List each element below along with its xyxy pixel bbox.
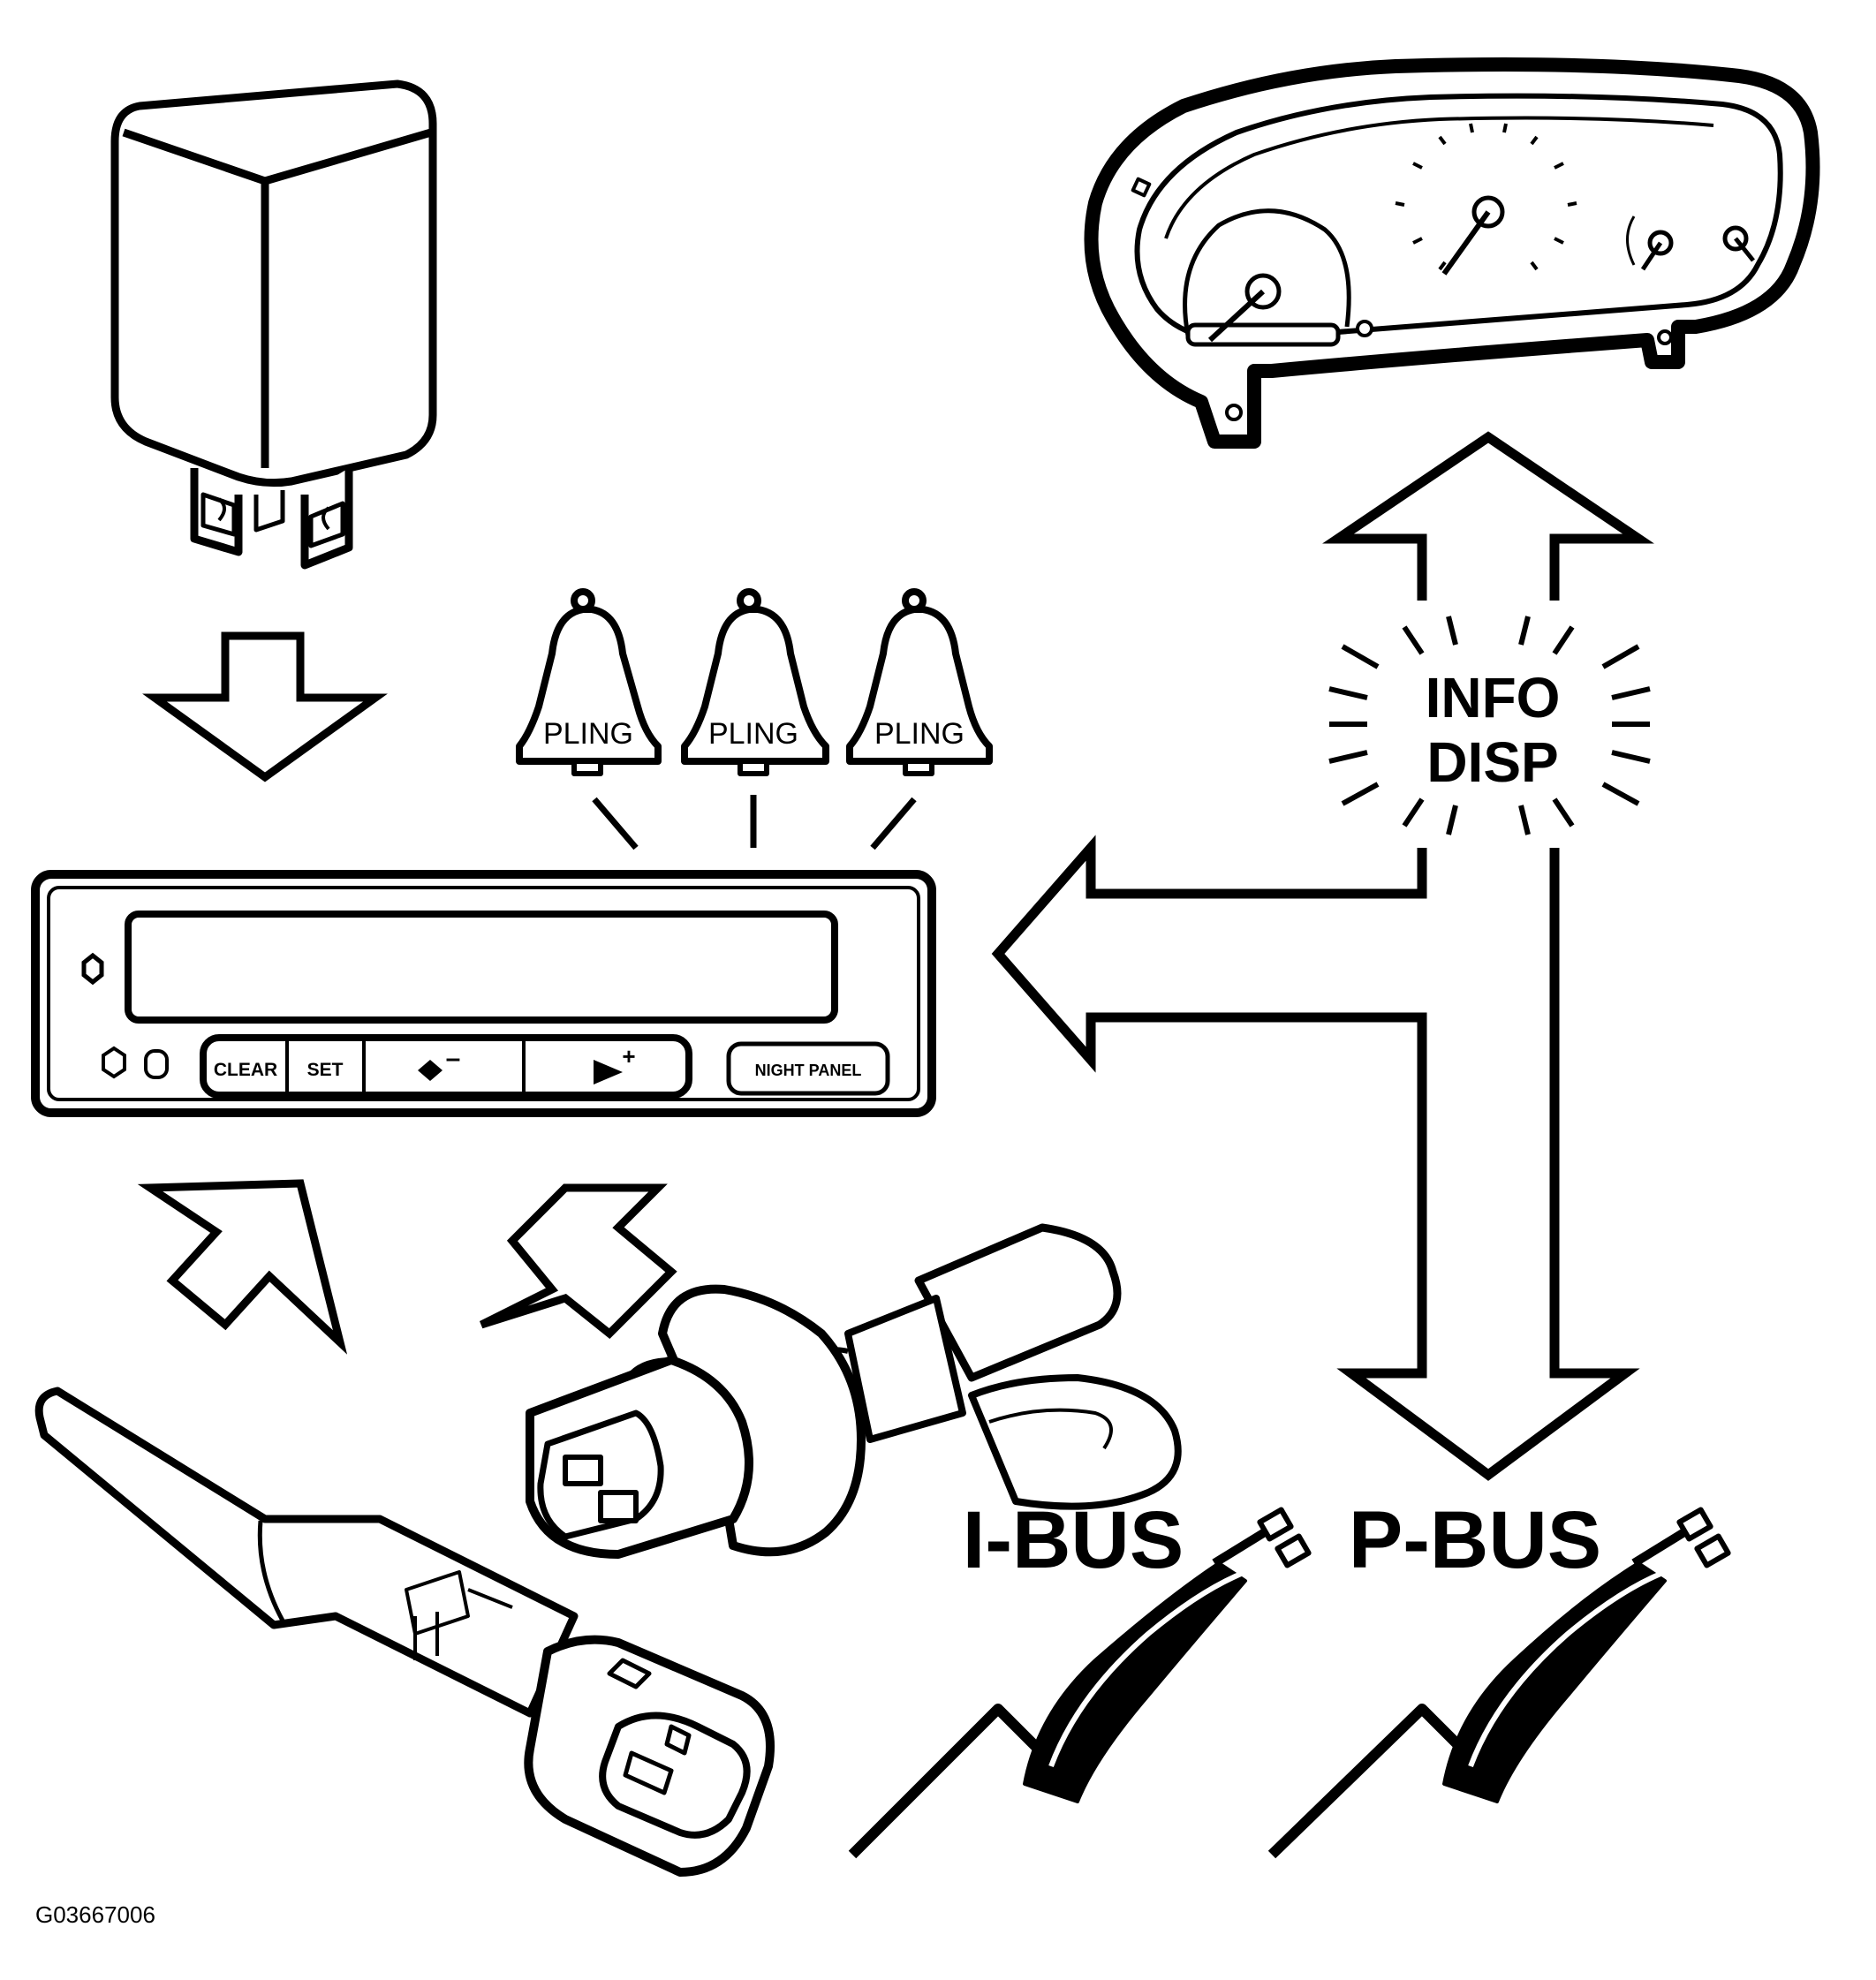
instrument-cluster-icon [1084,57,1820,449]
bell-icon [516,588,662,776]
clear-button[interactable]: CLEAR [214,1060,277,1080]
chime-label-1: PLING [543,717,633,751]
relay-arrow-icon [142,631,388,782]
sid-display-unit: CLEAR SET – + NIGHT PANEL [31,870,936,1117]
sid-screen [125,911,838,1024]
relay-icon [110,79,437,570]
chime-label-3: PLING [874,717,964,751]
chime-label-2: PLING [708,717,798,751]
bus-connector-icon [848,1507,1312,1859]
plus-button[interactable]: + [594,1043,636,1084]
bell-icon [846,588,993,776]
temperature-sensor-icon [526,1223,1182,1559]
set-button-label: SET [307,1060,344,1080]
night-panel-button-label: NIGHT PANEL [755,1062,862,1079]
bell-icon [681,588,829,776]
info-disp-label-line1: INFO [1426,666,1561,729]
arrow-from-outside-sensor [137,1179,348,1355]
night-panel-button[interactable]: NIGHT PANEL [726,1041,890,1096]
chime-bell-3: PLING [846,588,993,850]
indicator-icon [144,1049,169,1079]
clear-button-label: CLEAR [214,1060,277,1080]
info-disp-label-line2: DISP [1426,730,1558,794]
indicator-icon [102,1046,126,1079]
diamond-icon [418,1060,443,1081]
plus-button-label: + [622,1043,635,1069]
outside-temperature-sensor-icon [34,1387,775,1877]
minus-button[interactable]: – [418,1044,460,1081]
info-display-burst: INFO DISP [1328,616,1651,835]
i-bus-label: I-BUS [963,1495,1184,1585]
bus-connector-icon [1267,1507,1731,1859]
chime-bell-2: PLING [681,588,829,848]
diagram-code: G03667006 [35,1901,155,1928]
p-bus-connector: P-BUS [1267,1495,1731,1859]
set-button[interactable]: SET [307,1060,344,1080]
brightness-sensor-icon [81,952,104,986]
sid-button-strip [200,1034,692,1099]
arrow-up-to-cluster [1322,431,1654,601]
play-icon [594,1060,623,1084]
chime-bell-1: PLING [516,588,662,850]
i-bus-connector: I-BUS [848,1495,1312,1859]
p-bus-label: P-BUS [1349,1495,1601,1585]
arrow-bus-connection [991,835,1640,1481]
arrow-from-coolant-sensor [479,1183,677,1340]
minus-button-label: – [446,1044,461,1073]
